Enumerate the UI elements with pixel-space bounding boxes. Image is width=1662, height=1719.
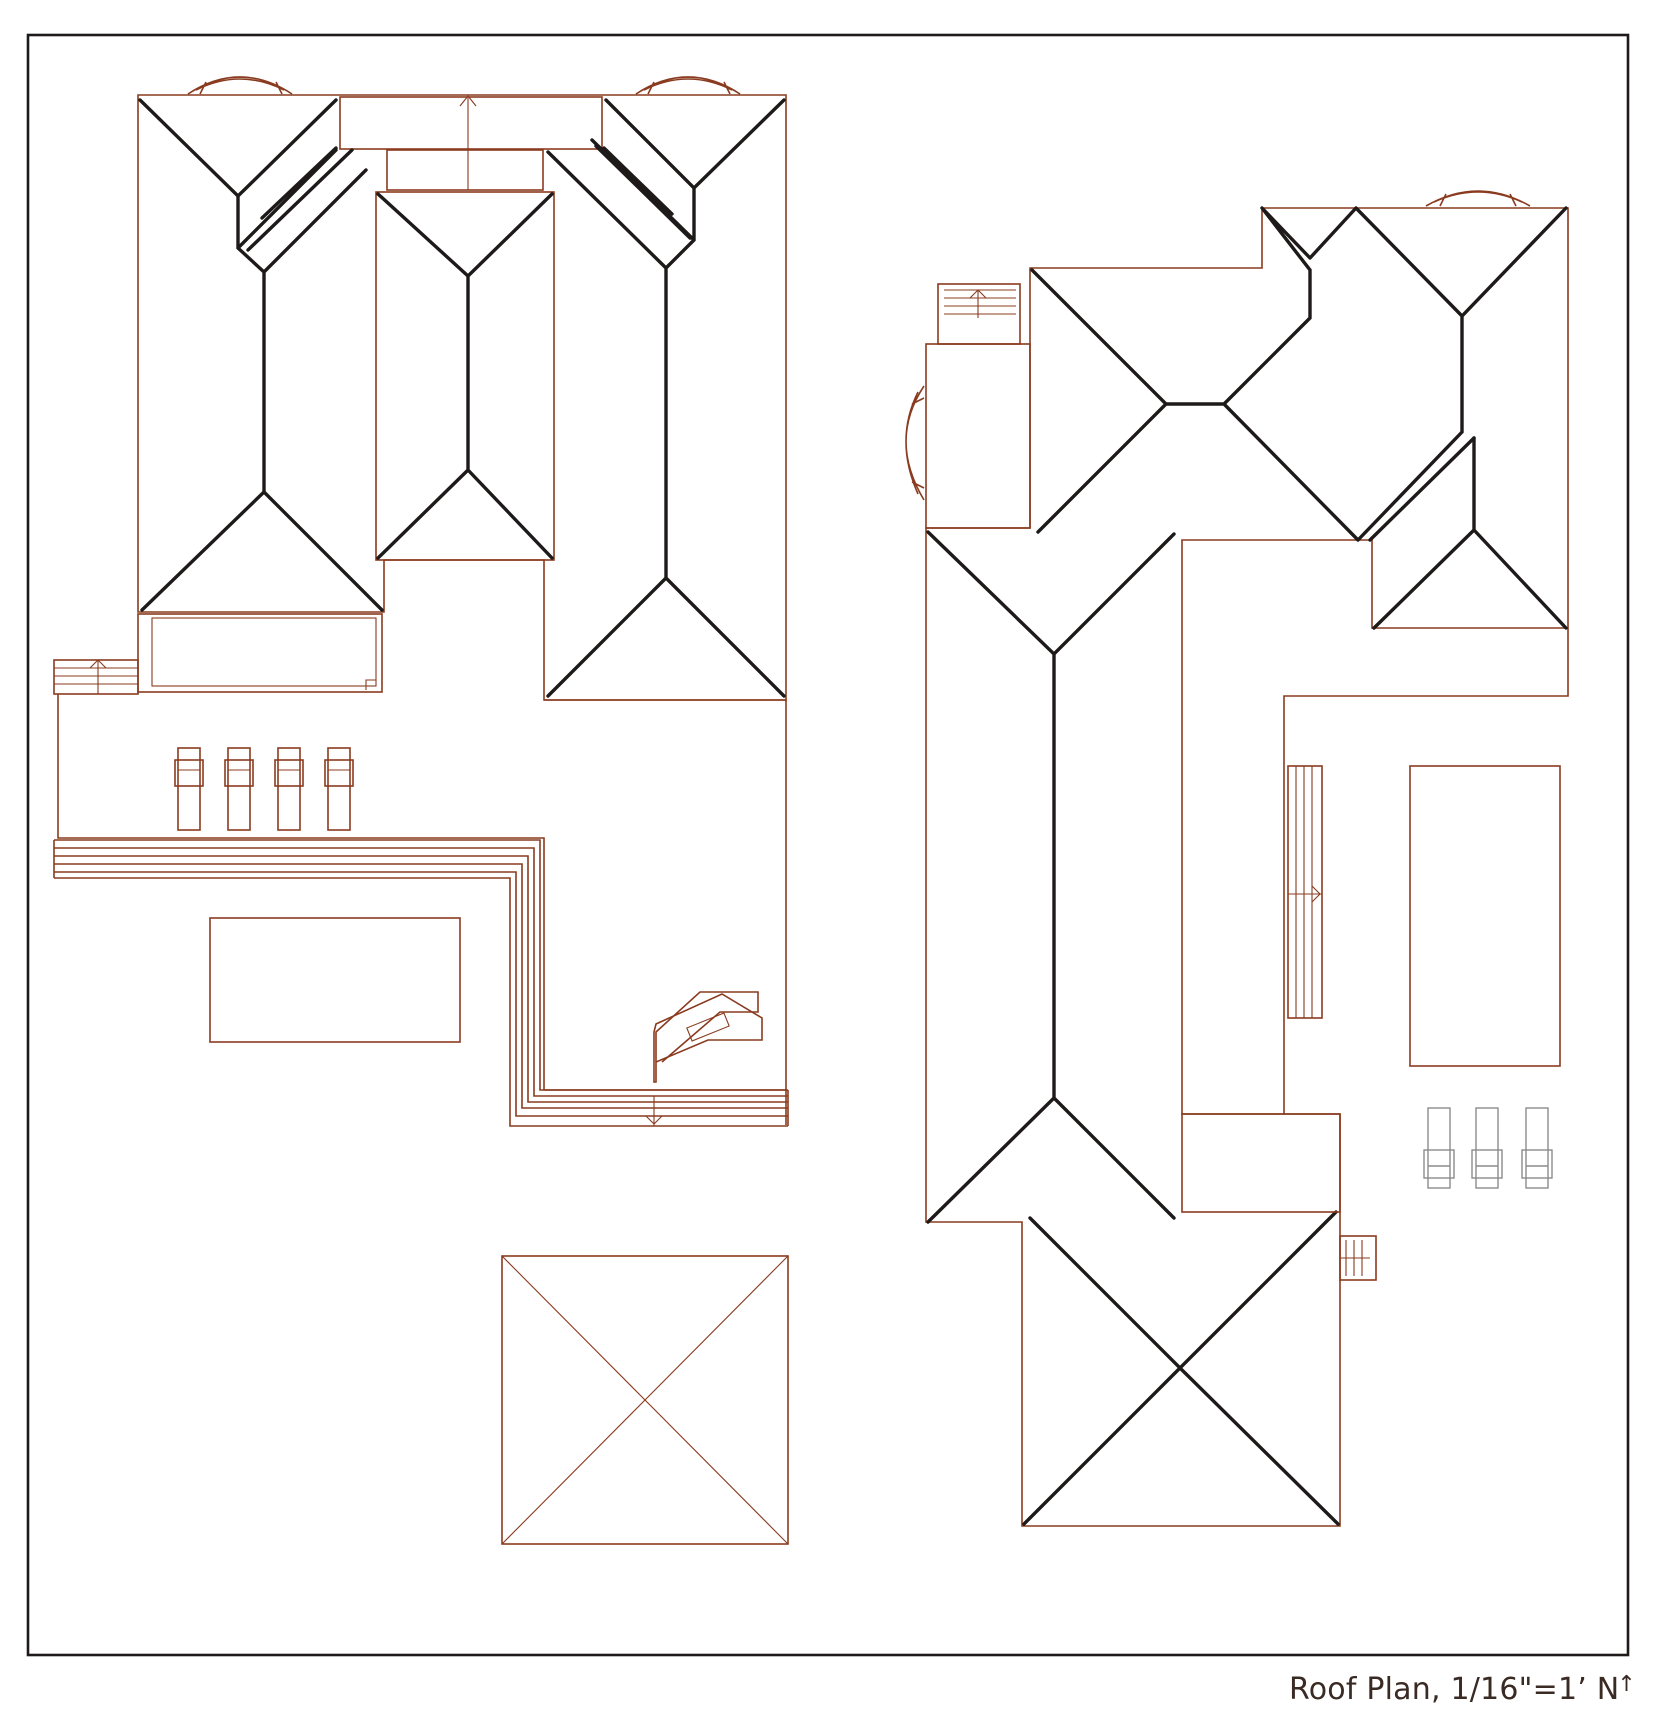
- left-lounge-chairs: [174, 747, 354, 831]
- left-pavilion-roof: [501, 1255, 789, 1545]
- left-bay-window-2: [635, 76, 741, 95]
- right-bay-window: [905, 385, 925, 501]
- left-bay-window-1: [187, 76, 293, 95]
- right-bay-window-top: [1425, 190, 1531, 207]
- right-upper-ridges: [1030, 206, 1568, 542]
- left-porch-roof: [137, 613, 383, 693]
- right-west-annex: [925, 343, 1031, 529]
- drawing-caption: Roof Plan, 1/16"=1’ N↑: [1289, 1672, 1636, 1707]
- right-building-outline: [925, 207, 1569, 1527]
- right-building: [905, 190, 1569, 1527]
- left-building: [53, 76, 789, 1545]
- left-deck-boundary: [57, 694, 786, 1091]
- right-pool: [1409, 765, 1561, 1067]
- left-patio-edge: [53, 839, 789, 1127]
- drawing-frame: [26, 33, 1630, 1657]
- right-south-annex: [1181, 1113, 1341, 1213]
- right-lounge-chairs: [1423, 1107, 1553, 1189]
- left-center-hip: [375, 191, 555, 561]
- left-east-ridge: [546, 98, 786, 698]
- left-rear-wing-outline: [544, 699, 787, 1125]
- left-steps: [53, 659, 139, 695]
- left-connector-lower: [386, 149, 544, 191]
- right-south-ridges: [1022, 1210, 1340, 1526]
- right-east-wing-ridges: [1372, 436, 1568, 630]
- left-outdoor-kitchen: [653, 993, 763, 1083]
- right-steps-north: [937, 283, 1021, 345]
- left-center-ridge: [376, 192, 554, 560]
- left-pool: [209, 917, 461, 1043]
- right-main-ridge: [926, 530, 1176, 1224]
- left-building-outline: [137, 94, 787, 701]
- caption-text: Roof Plan, 1/16"=1’ N: [1289, 1672, 1620, 1707]
- left-connector-roof: [339, 96, 603, 150]
- north-arrow-icon: ↑: [1617, 1672, 1636, 1697]
- left-west-ridge: [138, 98, 384, 612]
- right-trellis: [1287, 765, 1323, 1019]
